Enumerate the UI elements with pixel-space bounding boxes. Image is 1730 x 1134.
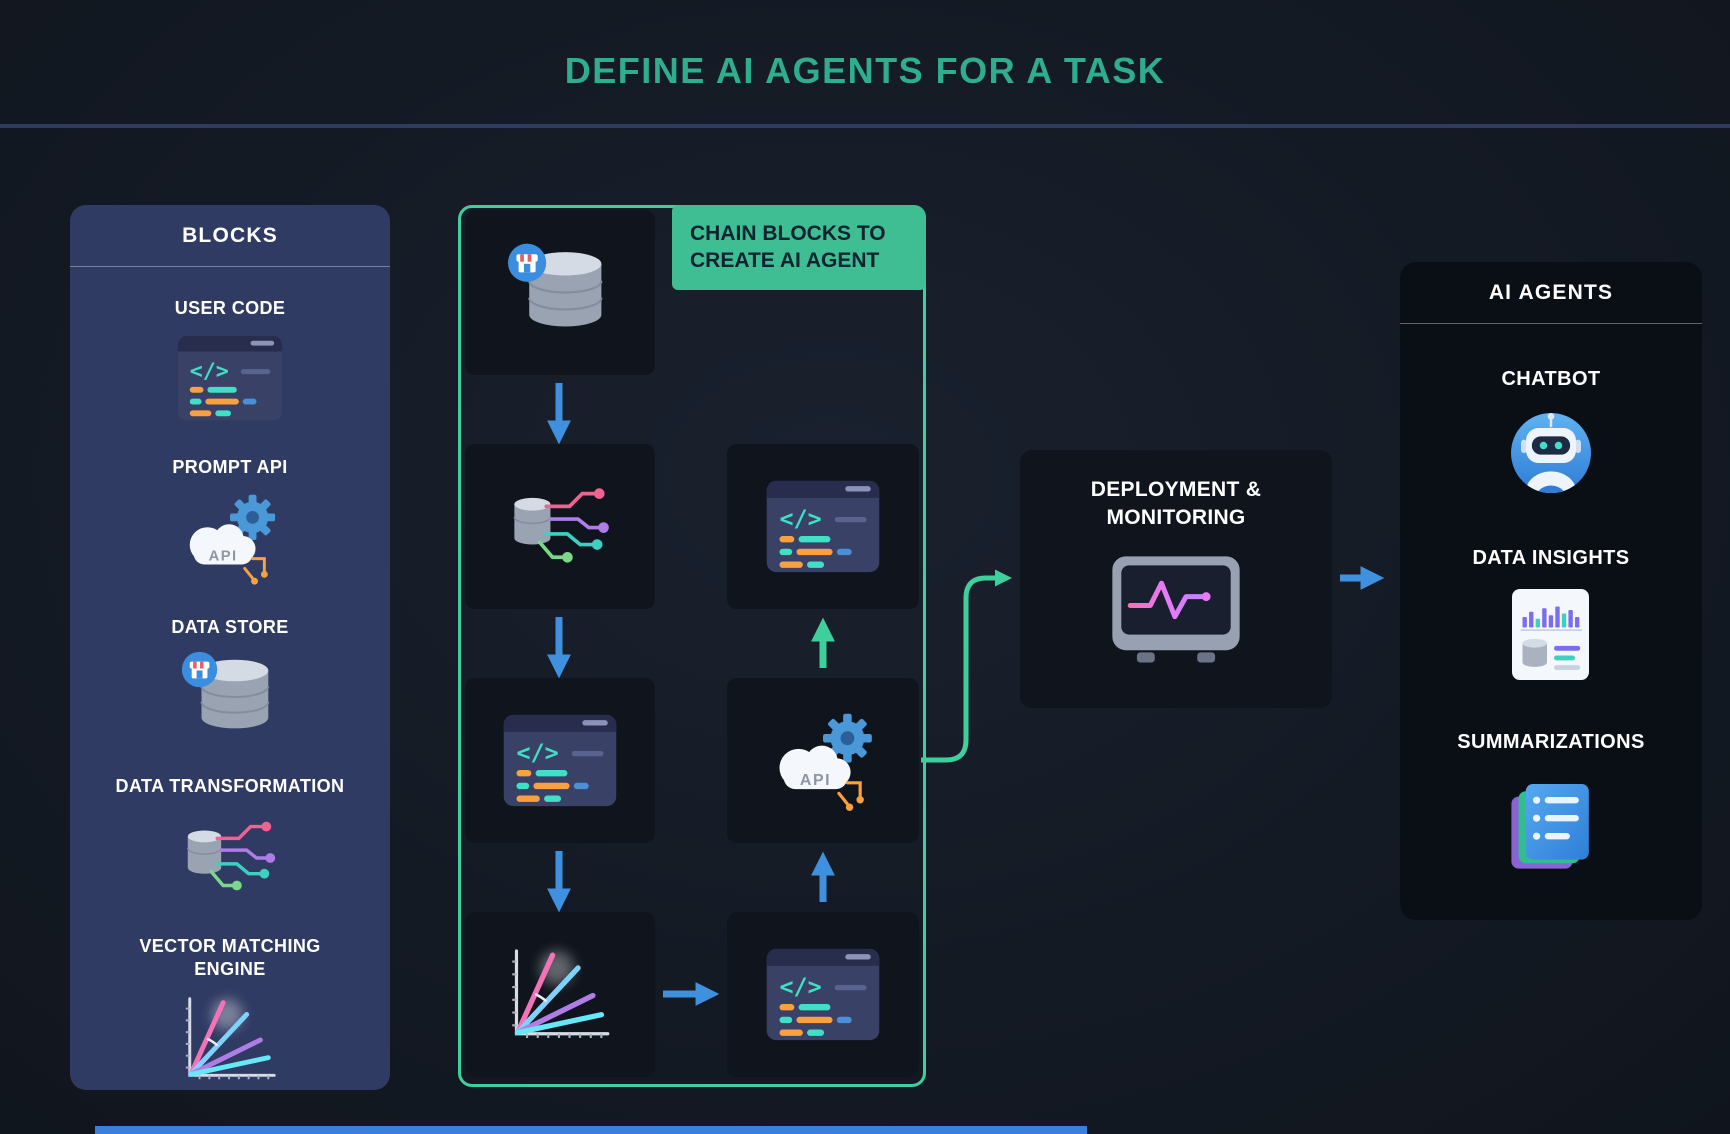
deployment-label: DEPLOYMENT & MONITORING bbox=[1090, 478, 1262, 530]
data-store-icon bbox=[166, 643, 294, 751]
user-code-icon bbox=[166, 324, 294, 432]
data-transformation-icon bbox=[166, 803, 294, 911]
blocks-panel: BLOCKS USER CODE PROMPT API DATA STORE D… bbox=[70, 205, 390, 1090]
chain-block-user-code-top-right bbox=[727, 444, 919, 609]
chain-block-prompt-api bbox=[727, 678, 919, 843]
vector-matching-engine-icon bbox=[491, 936, 629, 1053]
blocks-item-data-store: DATA STORE bbox=[166, 616, 294, 751]
agent-item-summarizations: SUMMARIZATIONS bbox=[1457, 731, 1644, 874]
prompt-api-icon bbox=[166, 484, 294, 592]
blocks-item-vector-matching-engine-label: VECTOR MATCHING ENGINE bbox=[139, 935, 321, 979]
vector-matching-engine-icon bbox=[166, 985, 294, 1090]
user-code-icon bbox=[754, 936, 892, 1053]
blocks-panel-header: BLOCKS bbox=[70, 205, 390, 267]
connector-chain-to-deployment bbox=[921, 569, 1012, 763]
bottom-accent-bar bbox=[95, 1126, 1087, 1134]
agent-item-chatbot: CHATBOT bbox=[1501, 368, 1601, 503]
blocks-item-data-store-label: DATA STORE bbox=[171, 616, 289, 637]
chain-block-vector-matching-engine bbox=[465, 912, 655, 1077]
chain-panel: CHAIN BLOCKS TO CREATE AI AGENT bbox=[458, 205, 926, 1087]
blocks-item-prompt-api-label: PROMPT API bbox=[172, 457, 288, 478]
chain-block-data-transformation bbox=[465, 444, 655, 609]
chatbot-icon bbox=[1501, 403, 1601, 503]
blocks-item-vector-matching-engine: VECTOR MATCHING ENGINE bbox=[105, 935, 355, 1090]
blocks-panel-items: USER CODE PROMPT API DATA STORE DATA TRA… bbox=[70, 267, 390, 1090]
blocks-item-user-code: USER CODE bbox=[166, 297, 294, 432]
data-store-icon bbox=[491, 234, 629, 351]
user-code-icon bbox=[754, 468, 892, 585]
agents-panel-header: AI AGENTS bbox=[1400, 262, 1702, 324]
user-code-icon bbox=[491, 702, 629, 819]
data-transformation-icon bbox=[491, 468, 629, 585]
blocks-item-data-transformation-label: DATA TRANSFORMATION bbox=[115, 776, 345, 797]
data-insights-icon bbox=[1498, 582, 1603, 687]
chain-block-user-code bbox=[465, 678, 655, 843]
agents-panel-items: CHATBOT DATA INSIGHTS SUMMARIZATIONS bbox=[1400, 324, 1702, 874]
ai-agents-panel: AI AGENTS CHATBOT DATA INSIGHTS SUMMARIZ… bbox=[1400, 262, 1702, 920]
agent-chatbot-label: CHATBOT bbox=[1501, 368, 1601, 390]
blocks-item-data-transformation: DATA TRANSFORMATION bbox=[116, 775, 345, 910]
monitor-pulse-icon bbox=[1092, 543, 1260, 677]
blocks-item-user-code-label: USER CODE bbox=[174, 298, 286, 318]
summarizations-icon bbox=[1497, 766, 1605, 874]
agent-data-insights-label: DATA INSIGHTS bbox=[1472, 547, 1630, 569]
blocks-item-prompt-api: PROMPT API bbox=[166, 456, 294, 591]
title-divider bbox=[0, 124, 1730, 128]
prompt-api-icon bbox=[754, 702, 892, 819]
deployment-box: DEPLOYMENT & MONITORING bbox=[1020, 450, 1332, 708]
chain-block-data-store bbox=[465, 210, 655, 375]
chain-block-user-code-bottom-right bbox=[727, 912, 919, 1077]
page-title: DEFINE AI AGENTS FOR A TASK bbox=[564, 50, 1166, 91]
agent-summarizations-label: SUMMARIZATIONS bbox=[1457, 731, 1645, 753]
agent-item-data-insights: DATA INSIGHTS bbox=[1472, 547, 1629, 687]
chain-badge: CHAIN BLOCKS TO CREATE AI AGENT bbox=[672, 205, 926, 290]
